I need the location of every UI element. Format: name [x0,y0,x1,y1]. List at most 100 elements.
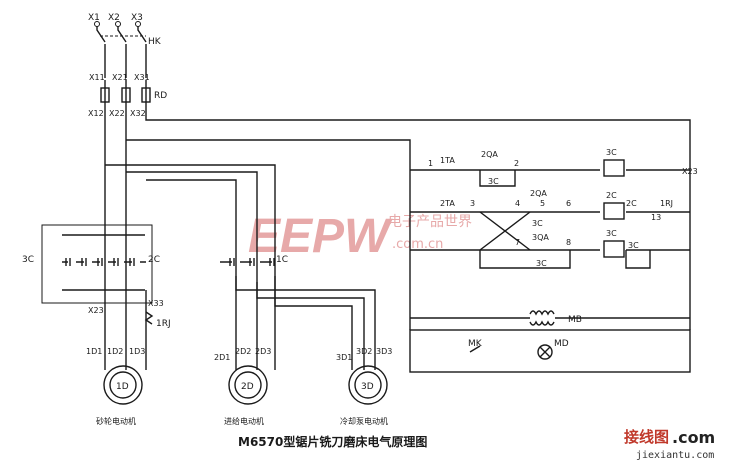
control-circuit: 1TA 2QA 1 2 3C 3C X23 2TA 3 4 5 6 2QA 3C… [409,148,698,373]
knife-switch [96,26,147,43]
rung3-coil: 3C [606,229,617,238]
interlock-cross [479,211,531,251]
label-x21: X21 [112,73,128,82]
rung3-n7: 7 [515,238,520,247]
motor-2-inner [234,371,262,399]
label-rd: RD [154,91,167,101]
label-md: MD [554,339,569,349]
label-x23: X23 [88,306,104,315]
thermal-relay-element [144,311,154,325]
rung3-n8: 8 [566,238,571,247]
site-logo-name: 接线图 [624,428,669,446]
motor-1-outer [103,365,143,405]
rung2-btn: 2TA [440,199,455,208]
lamp-cross [539,346,551,358]
feed-m2-c [146,179,237,240]
label-x31: X31 [134,73,150,82]
rung3-hold [625,250,651,269]
motor-1-leads [104,290,147,370]
rung2-n3: 3 [470,199,475,208]
feed-m3-a [235,276,376,370]
label-mk: MK [468,339,483,349]
rung1-coil: 3C [606,148,617,157]
motor-1-circuit: 3C 2C X23 X33 1RJ 1D1 1D2 1D3 1D 砂轮电动机 [22,224,171,426]
label-x32: X32 [130,109,146,118]
lamp-md [537,344,553,360]
eepw-watermark: EEPW 电子产品世界 .com.cn [248,210,472,263]
site-logo: 接线图 .com jiexiantu.com [624,428,715,461]
label-3d2: 3D2 [356,347,372,356]
label-3d1: 3D1 [336,353,352,362]
rung2-n4: 4 [515,199,520,208]
site-logo-url: jiexiantu.com [636,450,714,461]
rung2-aux: 2C [626,199,637,208]
rung3-3c: 3C [536,259,547,268]
label-2d2: 2D2 [235,347,251,356]
watermark-name: 电子产品世界 [388,214,472,230]
mb-coil-top [529,310,555,316]
rung2-2qa: 2QA [530,189,547,198]
label-x11: X11 [89,73,105,82]
rung1-n2: 2 [514,159,519,168]
watermark-logo: EEPW [248,210,393,263]
label-2c-main: 2C [148,255,160,265]
supply-wires-upper [104,44,147,78]
label-2d1: 2D1 [214,353,230,362]
rung1-stop: 2QA [481,150,498,159]
motor-3-label: 3D [361,382,374,392]
feed-m2-b [126,171,258,240]
motor-3-circuit: 3D1 3D2 3D3 3D 冷却泵电动机 [235,276,392,426]
feed-m2-a [105,164,276,240]
rung2-coil: 2C [606,191,617,200]
label-x33: X33 [148,299,164,308]
rung3-aux-branch [479,250,571,269]
supply-section: X1 X2 X3 HK X11 X21 X31 RD X12 X22 X32 [88,13,167,118]
label-1d1: 1D1 [86,347,102,356]
motor-1-label: 1D [116,382,129,392]
label-hk: HK [148,37,162,47]
rung1-btn: 1TA [440,156,455,165]
switch-mk-blade [469,345,481,353]
label-mb: MB [568,315,582,325]
motor-3-outer [348,365,388,405]
label-1d2: 1D2 [107,347,123,356]
motor-1-name: 砂轮电动机 [96,416,136,426]
motor-2-label: 2D [241,382,254,392]
label-1d3: 1D3 [129,347,145,356]
mb-coil-bot [529,320,555,326]
label-x12: X12 [88,109,104,118]
rung2-relay: 1RJ [660,199,673,208]
rung2-n6: 6 [566,199,571,208]
label-3c-main: 3C [22,255,34,265]
reversing-box [41,224,153,304]
main-bus [104,80,691,330]
rung2-3c: 3C [532,219,543,228]
label-1c: 1C [276,255,288,265]
label-x1: X1 [88,13,100,23]
rung3-3qa: 3QA [532,233,549,242]
watermark-url: .com.cn [392,237,443,252]
diagram-caption: M6570型锯片铣刀磨床电气原理图 [238,434,427,449]
rung2-n5: 5 [540,199,545,208]
motor-3-name: 冷却泵电动机 [340,416,388,426]
motor-3-inner [354,371,382,399]
rung3-aux: 3C [628,241,639,250]
motor-2-name: 进给电动机 [224,416,264,426]
lamp-loop [409,329,691,373]
label-xout: X23 [682,167,698,176]
label-x3: X3 [131,13,143,23]
label-1rj: 1RJ [156,319,171,329]
coil-3c-top [603,159,625,177]
rung1-aux-branch [479,170,516,187]
rung2-n13: 13 [651,213,661,222]
label-3d3: 3D3 [376,347,392,356]
motor-2-outer [228,365,268,405]
bus-branch-control [126,139,411,330]
label-x22: X22 [109,109,125,118]
motor-1-inner [109,371,137,399]
feed-m3-c [274,276,353,370]
coil-2c [603,202,625,220]
motor-2-circuit: 1C 2D1 2D2 2D3 2D 进给电动机 [214,240,288,426]
contactor-1c-poles [229,258,275,266]
